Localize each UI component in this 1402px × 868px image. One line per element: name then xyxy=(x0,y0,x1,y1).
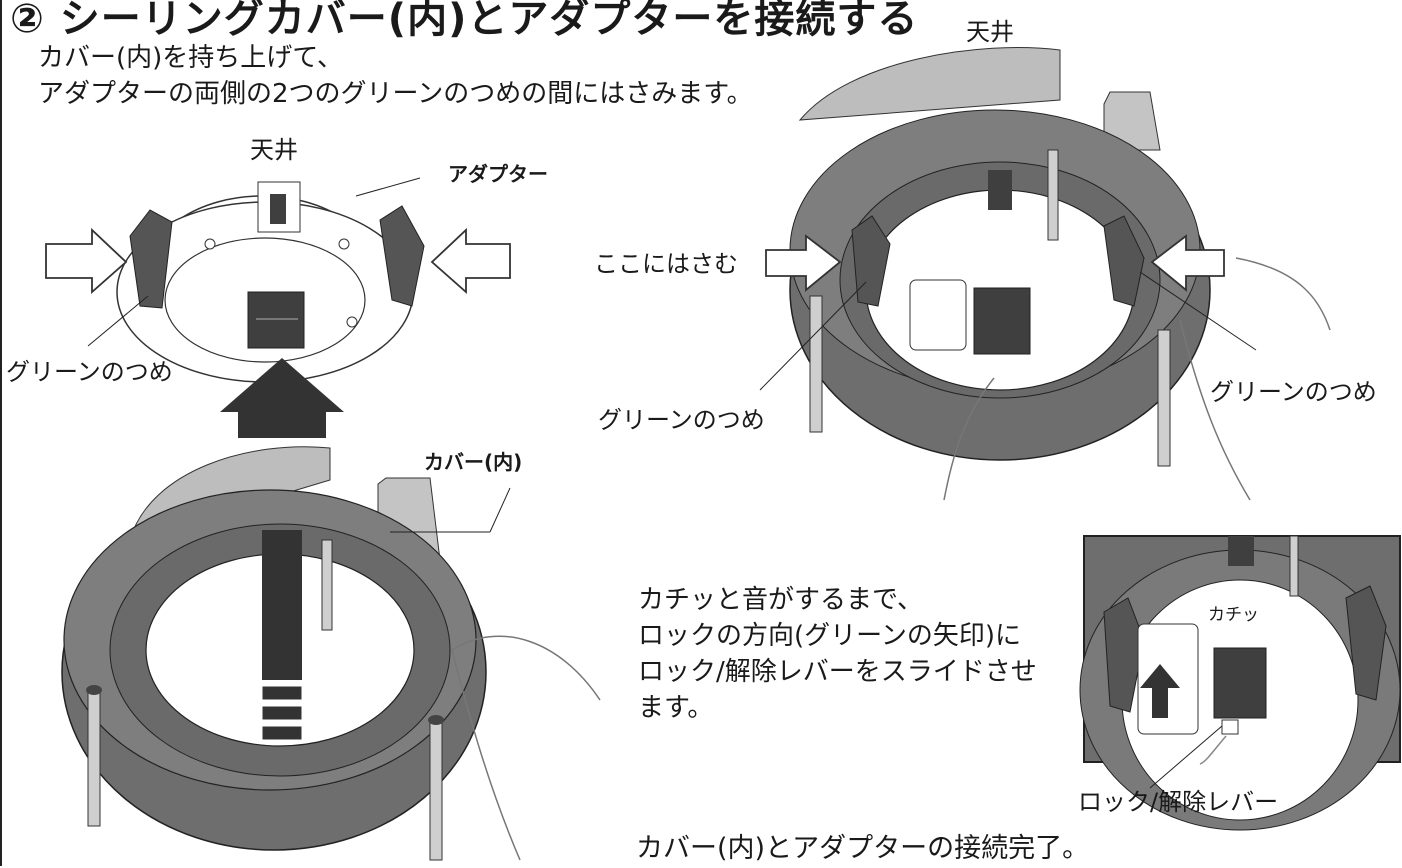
right-claw-label-right: グリーンのつめ xyxy=(1210,378,1377,406)
right-ceiling-label: 天井 xyxy=(966,18,1014,46)
left-ceiling-label: 天井 xyxy=(250,136,298,164)
cover-inner-label: カバー(内) xyxy=(424,450,523,474)
lock-line-2: ロックの方向(グリーンの矢印)に xyxy=(638,621,1021,651)
click-sound-label: カチッ xyxy=(1208,605,1259,625)
left-claw-label: グリーンのつめ xyxy=(6,358,173,386)
lock-line-4: ます。 xyxy=(638,693,714,723)
lock-detail-illustration xyxy=(1079,535,1401,831)
right-claw-label-left: グリーンのつめ xyxy=(598,406,765,434)
page-title: ② シーリングカバー(内)とアダプターを接続する xyxy=(10,0,919,42)
right-assembled-illustration xyxy=(759,47,1331,501)
completion-text: カバー(内)とアダプターの接続完了。 xyxy=(636,833,1090,864)
left-cover-illustration xyxy=(61,446,601,861)
lock-instruction: カチッと音がするまで、 ロックの方向(グリーンの矢印)に ロック/解除レバーをス… xyxy=(638,582,1078,726)
intro-line-2: アダプターの両側の2つのグリーンのつめの間にはさみます。 xyxy=(38,79,753,109)
lock-line-3: ロック/解除レバーをスライドさせ xyxy=(638,657,1037,687)
lock-line-1: カチッと音がするまで、 xyxy=(638,585,923,615)
intro-line-1: カバー(内)を持ち上げて、 xyxy=(38,43,343,73)
intro-text: カバー(内)を持ち上げて、 アダプターの両側の2つのグリーンのつめの間にはさみま… xyxy=(38,40,838,112)
lock-lever-label: ロック/解除レバー xyxy=(1078,788,1279,816)
adapter-label: アダプター xyxy=(448,162,548,186)
insert-here-label: ここにはさむ xyxy=(594,250,738,278)
left-adapter-illustration xyxy=(45,177,511,438)
